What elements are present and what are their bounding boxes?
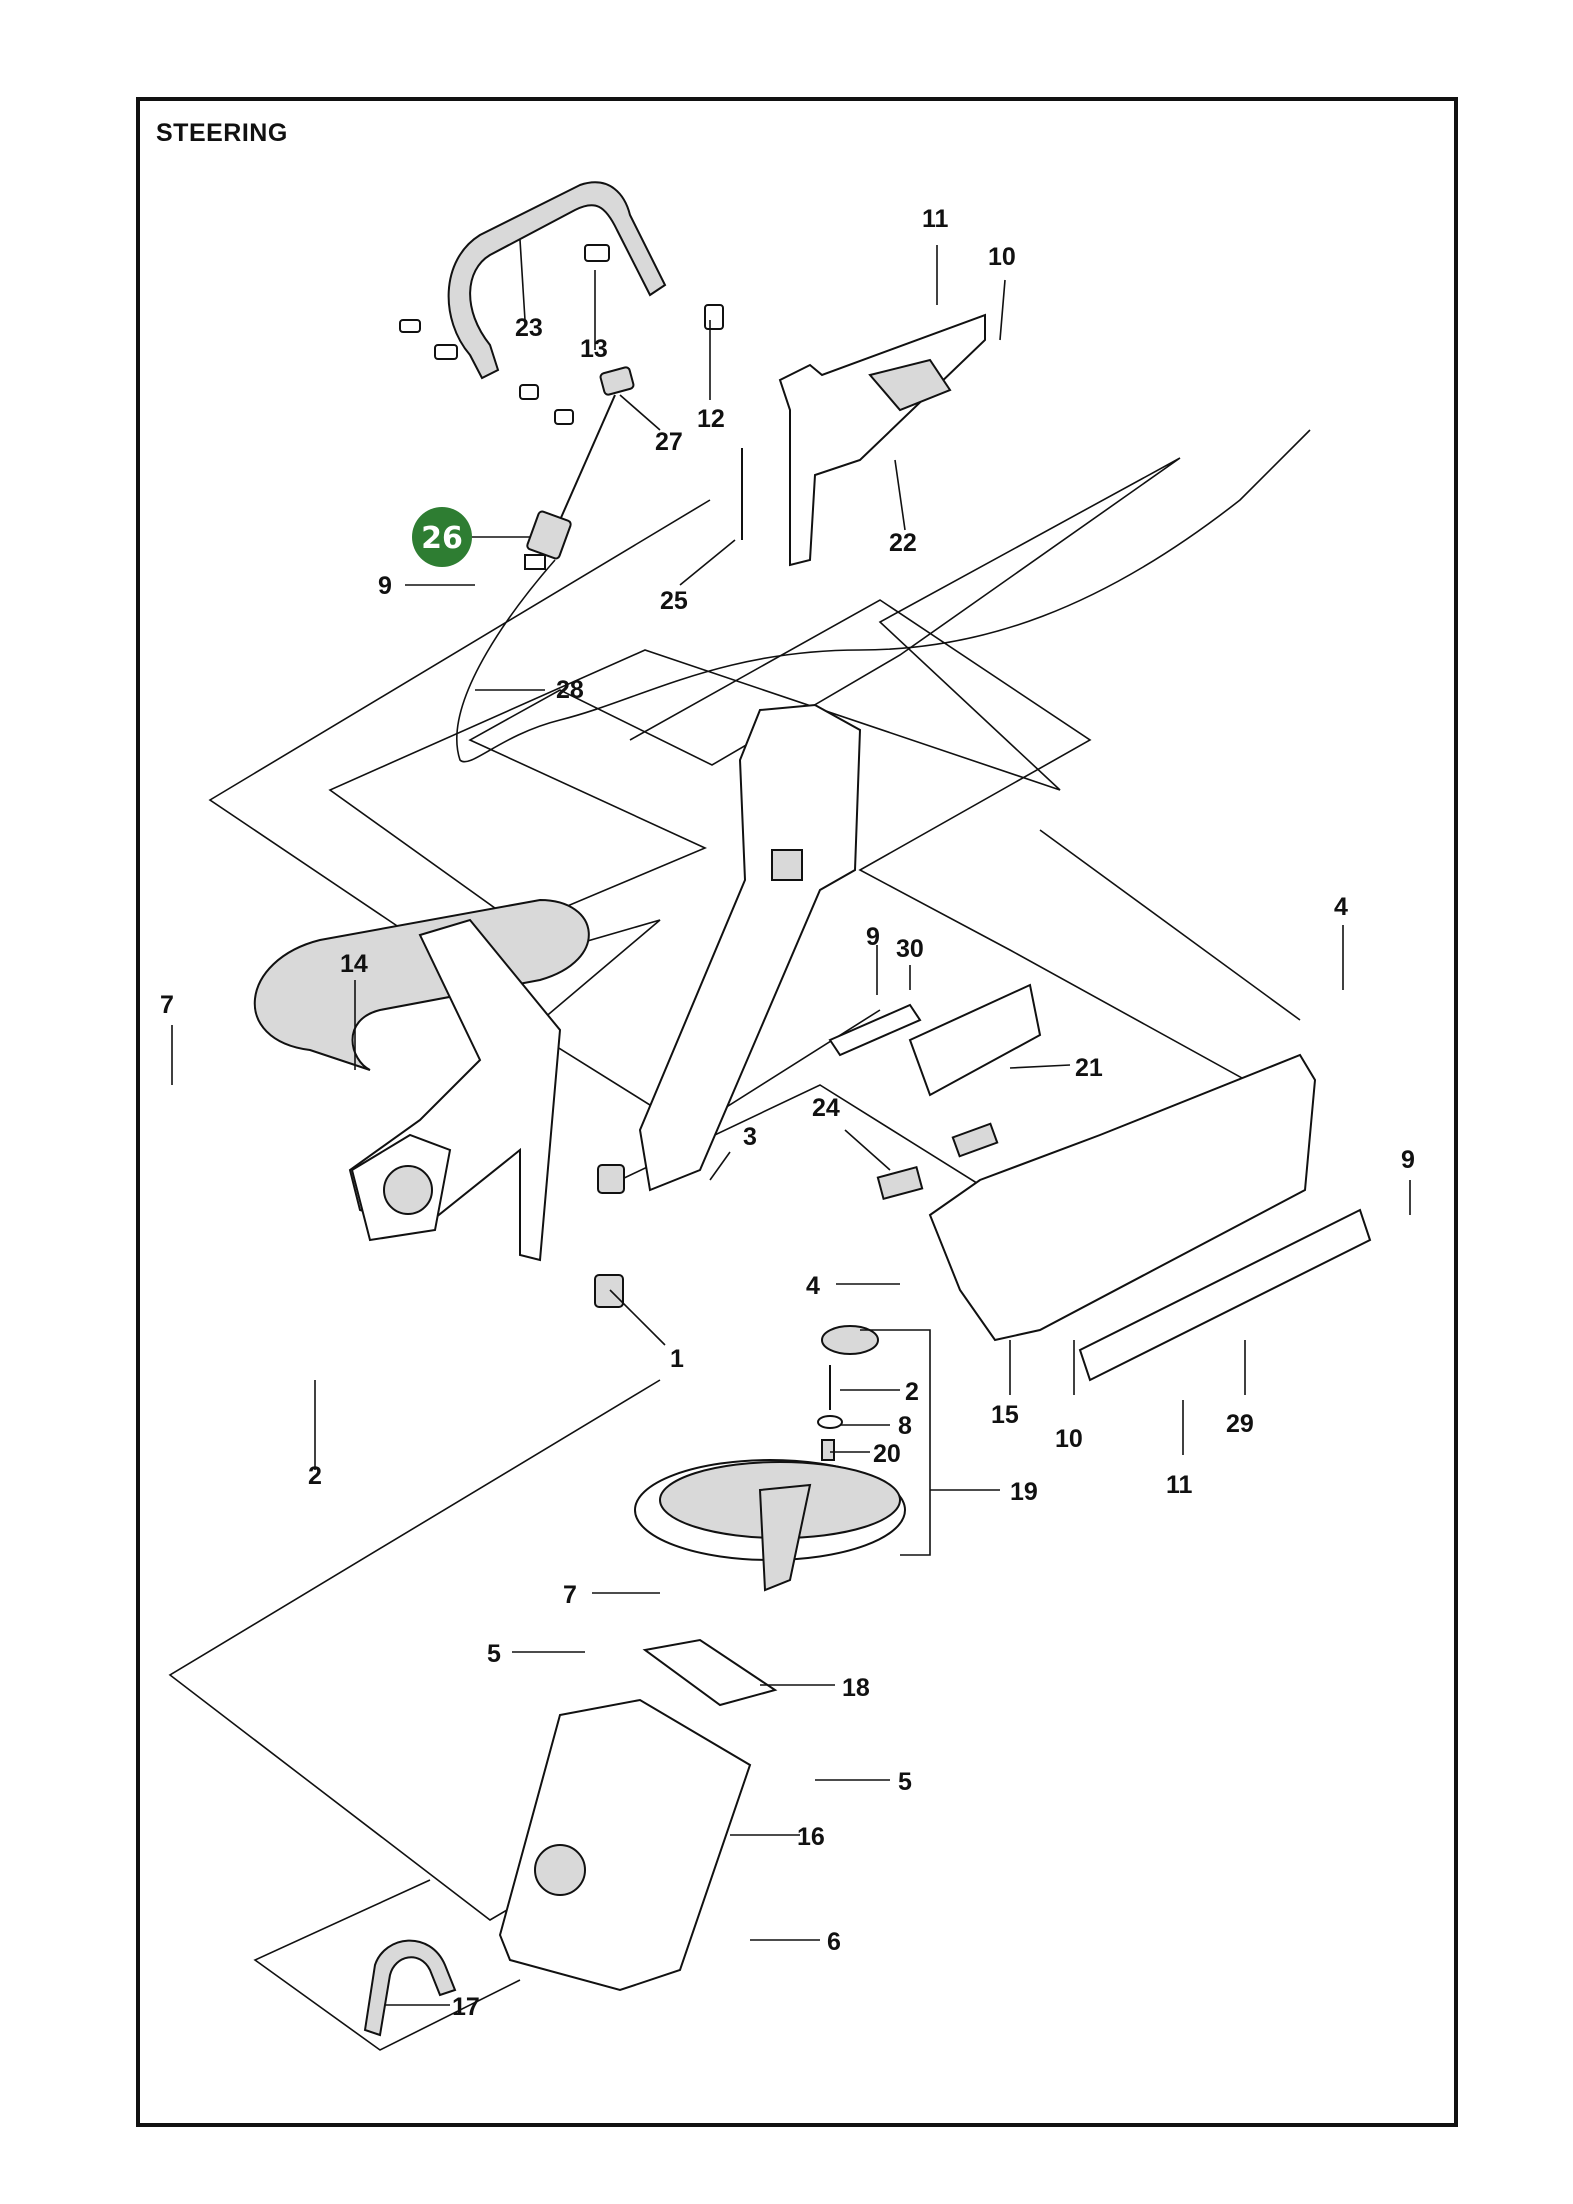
callout-5-right: 5: [898, 1768, 912, 1796]
callout-6: 6: [827, 1928, 841, 1956]
callout-18: 18: [842, 1674, 870, 1702]
callout-17: 17: [452, 1993, 480, 2021]
callout-24: 24: [812, 1094, 840, 1122]
column-bracket: [638, 703, 862, 1192]
callout-2-mid: 2: [905, 1378, 919, 1406]
callout-29: 29: [1226, 1410, 1254, 1438]
callout-10-bottom: 10: [1055, 1425, 1083, 1453]
highlight-badge: [412, 507, 472, 567]
callout-9-top: 9: [378, 572, 392, 600]
callout-7-bottom: 7: [563, 1581, 577, 1609]
callout-19: 19: [1010, 1478, 1038, 1506]
handle-bar-23: [447, 181, 667, 380]
callout-1: 1: [670, 1345, 684, 1373]
callout-10-top: 10: [988, 243, 1016, 271]
lever-assembly-26-27: [524, 366, 635, 570]
callout-4-mid: 4: [806, 1272, 820, 1300]
callout-13: 13: [580, 335, 608, 363]
page-title: STEERING: [156, 119, 288, 147]
callout-3: 3: [743, 1123, 757, 1151]
callout-8: 8: [898, 1412, 912, 1440]
callout-11-bottom: 11: [1166, 1471, 1193, 1499]
callout-11-top: 11: [922, 205, 949, 233]
callout-14: 14: [340, 950, 368, 978]
cable-28: [456, 429, 1311, 763]
callout-4-right: 4: [1334, 893, 1348, 921]
callout-30: 30: [896, 935, 924, 963]
callout-12: 12: [697, 405, 725, 433]
callout-27: 27: [655, 428, 683, 456]
panel-15: [928, 1053, 1317, 1342]
rail-29: [1078, 1208, 1372, 1382]
brackets-21-30: [828, 983, 1042, 1097]
callout-25: 25: [660, 587, 688, 615]
housing-16: [498, 1698, 752, 1992]
callout-9-right: 9: [1401, 1146, 1415, 1174]
callout-21: 21: [1075, 1054, 1103, 1082]
callout-7-left: 7: [160, 991, 174, 1019]
leader-lines: [171, 245, 1411, 2006]
fasteners-top-left: [399, 244, 724, 425]
callout-5-left: 5: [487, 1640, 501, 1668]
highlighted-callout-26[interactable]: 26: [412, 507, 472, 567]
callout-labels: 23 13 27 12 11 10 22 25 9 28 14 7 3 1 2 …: [160, 205, 1415, 2021]
bracket-22: [778, 313, 986, 567]
clamp-17: [363, 1939, 457, 2037]
clip-24: [876, 1165, 924, 1201]
callout-20: 20: [873, 1440, 901, 1468]
callout-15: 15: [991, 1401, 1019, 1429]
callout-23: 23: [515, 314, 543, 342]
callout-26: 26: [421, 521, 463, 556]
frame-tube-14: [254, 898, 590, 1262]
callout-28: 28: [556, 676, 584, 704]
drawing-frame: [136, 97, 1458, 2127]
plate-18: [642, 1638, 778, 1707]
steering-wheel-19: [634, 1325, 906, 1592]
callout-2-left: 2: [308, 1462, 322, 1490]
bushings-1: [594, 1164, 625, 1308]
callout-9-mid: 9: [866, 923, 880, 951]
callout-22: 22: [889, 529, 917, 557]
callout-16: 16: [797, 1823, 825, 1851]
